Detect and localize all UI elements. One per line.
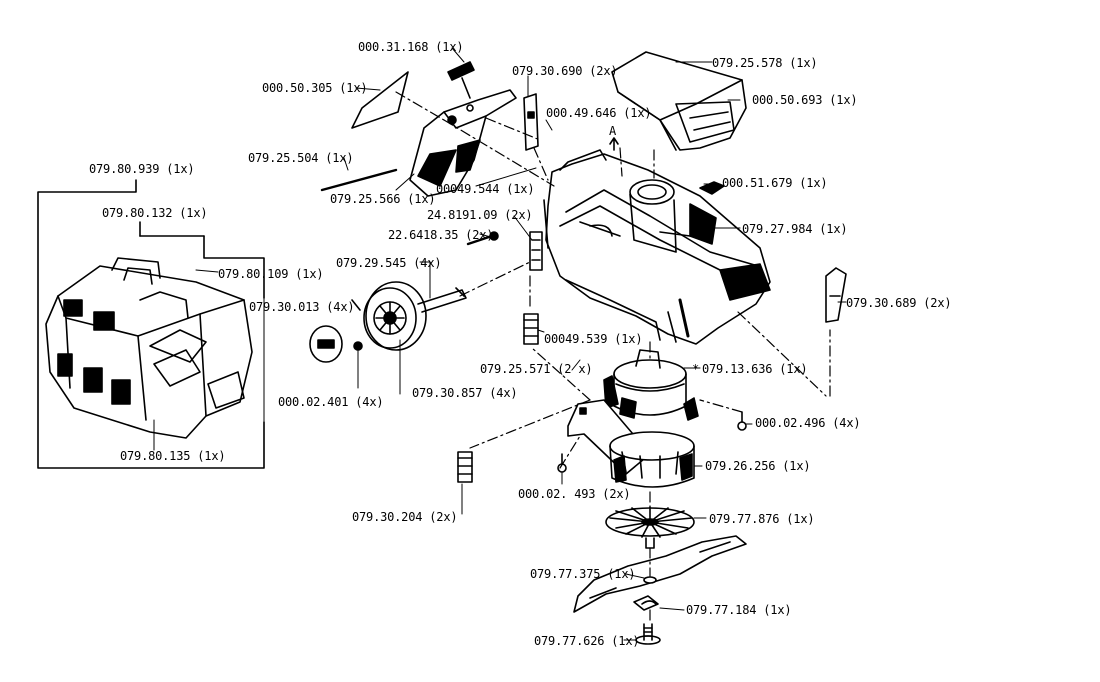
wheel-icon (351, 281, 427, 351)
blade-icon (573, 535, 747, 613)
right-clip-icon (825, 267, 847, 323)
part-label-079-25-578: 079.25.578 (1x) (712, 56, 818, 70)
part-label-000-50-693: 000.50.693 (1x) (752, 93, 858, 107)
part-label-24-8191-09: 24.8191.09 (2x) (427, 208, 533, 222)
bolt-icon (635, 623, 661, 645)
leader-lines (153, 47, 847, 641)
part-label-000-31-168: 000.31.168 (1x) (358, 40, 464, 54)
part-label-079-27-984: 079.27.984 (1x) (742, 222, 848, 236)
clip-icon (523, 93, 539, 151)
rod-icon (320, 168, 398, 192)
handle-bracket-icon (409, 61, 517, 197)
part-label-079-80-135: 079.80.135 (1x) (120, 449, 226, 463)
part-label-079-29-545: 079.29.545 (4x) (336, 256, 442, 270)
fan-impeller-icon (605, 506, 695, 549)
part-label-079-77-626: 079.77.626 (1x) (534, 634, 640, 648)
part-label-000-49-539: 00049.539 (1x) (544, 332, 643, 346)
grass-collector-frame (37, 179, 265, 469)
part-label-079-77-876: 079.77.876 (1x) (709, 512, 815, 526)
part-label-079-77-375: 079.77.375 (1x) (530, 567, 636, 581)
part-label-000-51-679: 000.51.679 (1x) (722, 176, 828, 190)
part-label-000-49-646: 000.49.646 (1x) (546, 106, 652, 120)
assembly-lines (395, 91, 831, 625)
marker-star: * (692, 362, 700, 376)
part-label-079-25-566: 079.25.566 (1x) (330, 192, 436, 206)
part-label-079-25-571: 079.25.571 (2 x) (480, 362, 593, 376)
part-label-079-30-013: 079.30.013 (4x) (249, 300, 355, 314)
axle-icon (309, 287, 467, 363)
arrow-a-icon (609, 137, 619, 151)
part-label-079-80-109: 079.80.109 (1x) (218, 267, 324, 281)
part-label-079-30-689: 079.30.689 (2x) (846, 296, 952, 310)
part-label-079-80-939: 079.80.939 (1x) (89, 162, 195, 176)
part-label-000-02-401: 000.02.401 (4x) (278, 395, 384, 409)
part-label-000-02-493: 000.02. 493 (2x) (518, 487, 631, 501)
part-label-000-49-544: 00049.544 (1x) (436, 182, 535, 196)
grass-collector-icon (45, 257, 253, 439)
part-label-079-77-184: 079.77.184 (1x) (686, 603, 792, 617)
marker-a: A (609, 124, 617, 138)
spring-clip-icon (457, 313, 539, 483)
part-label-000-02-496: 000.02.496 (4x) (755, 416, 861, 430)
part-label-079-25-504: 079.25.504 (1x) (248, 151, 354, 165)
fan-housing-icon (609, 431, 695, 488)
part-label-079-26-256: 079.26.256 (1x) (705, 459, 811, 473)
part-label-079-30-857: 079.30.857 (4x) (412, 386, 518, 400)
part-label-079-30-690: 079.30.690 (2x) (512, 64, 618, 78)
part-label-22-6418-35: 22.6418.35 (2x) (388, 228, 494, 242)
part-label-079-30-204: 079.30.204 (2x) (352, 510, 458, 524)
screw-icon (466, 231, 747, 473)
part-label-079-13-636: 079.13.636 (1x) (702, 362, 808, 376)
motor-icon (603, 349, 699, 421)
label-card-icon (351, 71, 409, 129)
motor-cover-icon (611, 51, 747, 151)
part-label-000-50-305: 000.50.305 (1x) (262, 81, 368, 95)
side-bracket-icon (529, 231, 543, 271)
mower-housing-icon (543, 149, 771, 345)
part-label-079-80-132: 079.80.132 (1x) (102, 206, 208, 220)
